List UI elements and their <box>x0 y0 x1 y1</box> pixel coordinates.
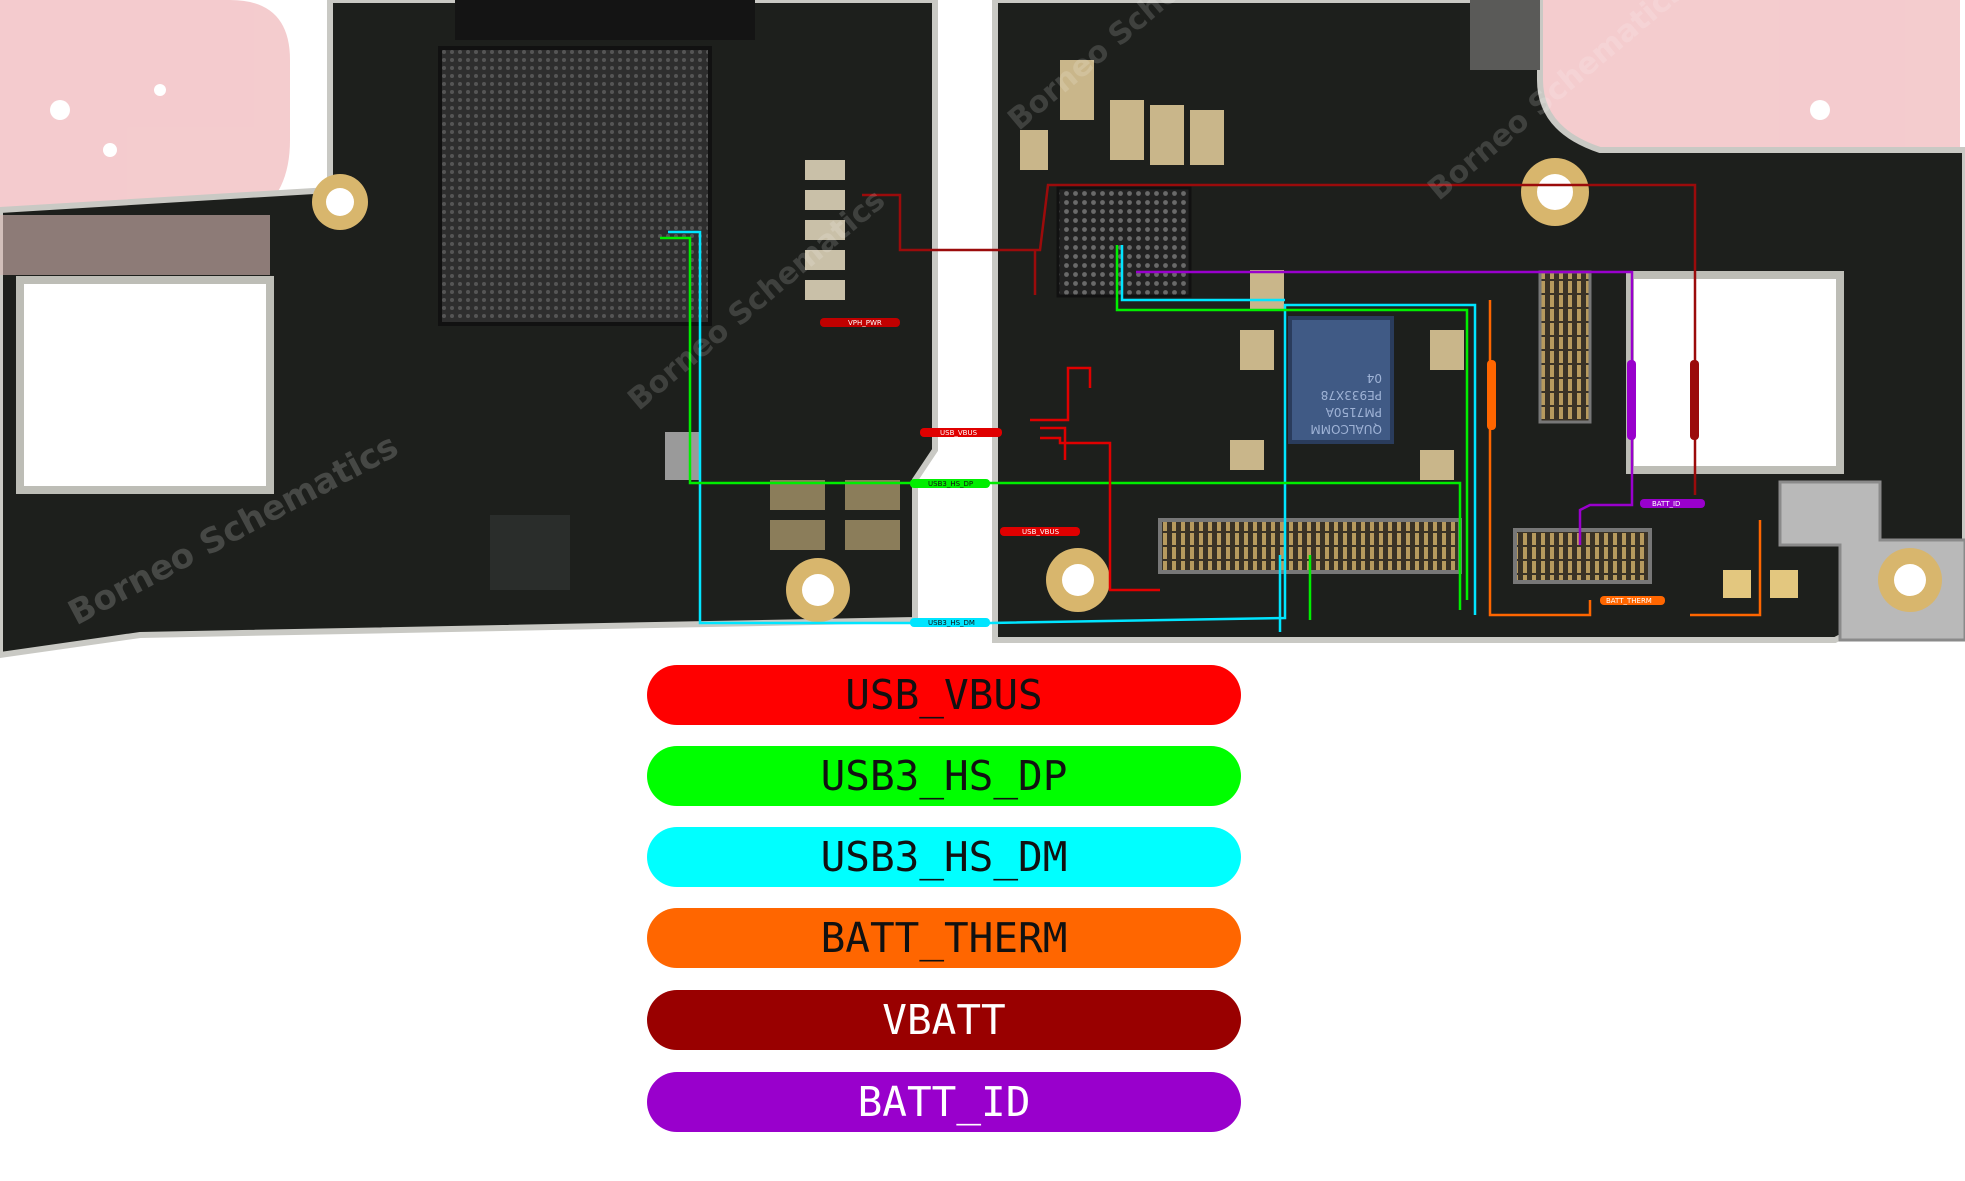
legend-usb3-hs-dm-label: USB3_HS_DM <box>820 833 1068 881</box>
batt-therm-tag-v <box>1487 360 1496 430</box>
vph-pwr-text: VPH_PWR <box>848 319 882 327</box>
legend-batt-therm-label: BATT_THERM <box>820 914 1068 962</box>
trace-usb3-hs-dp <box>660 236 1469 620</box>
legend-usb3-hs-dm: USB3_HS_DM <box>647 827 1241 887</box>
processor-bga <box>438 46 712 326</box>
usb-dp-tag <box>910 479 990 488</box>
usb-vbus-tag-b <box>1000 527 1080 536</box>
legend-usb3-hs-dp-label: USB3_HS_DP <box>820 752 1068 800</box>
pmic-marking-4: 04 <box>1367 371 1382 385</box>
pmic-chip <box>1288 316 1394 444</box>
usb-vbus-text-a: USB_VBUS <box>940 429 978 437</box>
watermark-logo-left <box>0 0 290 230</box>
usb-dm-tag <box>910 618 990 627</box>
pmic-marking-3: PE933X78 <box>1321 388 1382 402</box>
side-connector <box>1538 270 1592 424</box>
trace-usb-vbus <box>1030 366 1160 592</box>
battery-connector <box>1513 528 1652 584</box>
legend-usb-vbus-label: USB_VBUS <box>845 671 1043 719</box>
batt-therm-tag-h <box>1600 596 1665 605</box>
legend-vbatt-label: VBATT <box>882 996 1006 1044</box>
legend-batt-id: BATT_ID <box>647 1072 1241 1132</box>
usb-dm-text: USB3_HS_DM <box>928 619 975 627</box>
trace-vbatt <box>862 183 1697 495</box>
batt-therm-text-h: BATT_THERM <box>1606 597 1652 605</box>
pcb-board-photo: QUALCOMM PM7150A PE933X78 04 VPH_PWR USB… <box>0 0 1965 659</box>
pmic-marking-2: PM7150A <box>1325 405 1382 419</box>
usb-dp-text: USB3_HS_DP <box>928 480 973 488</box>
bottom-connector <box>1158 518 1462 574</box>
right-board: QUALCOMM PM7150A PE933X78 04 <box>992 0 1965 643</box>
trace-batt-therm <box>1488 300 1762 617</box>
vph-pwr-tag <box>820 318 900 327</box>
batt-id-tag-v <box>1627 360 1636 440</box>
legend-usb3-hs-dp: USB3_HS_DP <box>647 746 1241 806</box>
usb-vbus-tag-a <box>920 428 1002 437</box>
usb-vbus-text-b: USB_VBUS <box>1022 528 1060 536</box>
legend-usb-vbus: USB_VBUS <box>647 665 1241 725</box>
legend-batt-therm: BATT_THERM <box>647 908 1241 968</box>
soc-bga <box>1056 186 1192 298</box>
trace-usb3-hs-dm <box>668 230 1477 632</box>
vbatt-tag-v <box>1690 360 1699 440</box>
legend-batt-id-label: BATT_ID <box>857 1078 1031 1126</box>
batt-id-tag-h <box>1640 499 1705 508</box>
batt-id-text-h: BATT_ID <box>1652 500 1680 508</box>
pmic-marking-1: QUALCOMM <box>1310 422 1382 436</box>
trace-batt-id <box>1136 270 1634 545</box>
legend-vbatt: VBATT <box>647 990 1241 1050</box>
